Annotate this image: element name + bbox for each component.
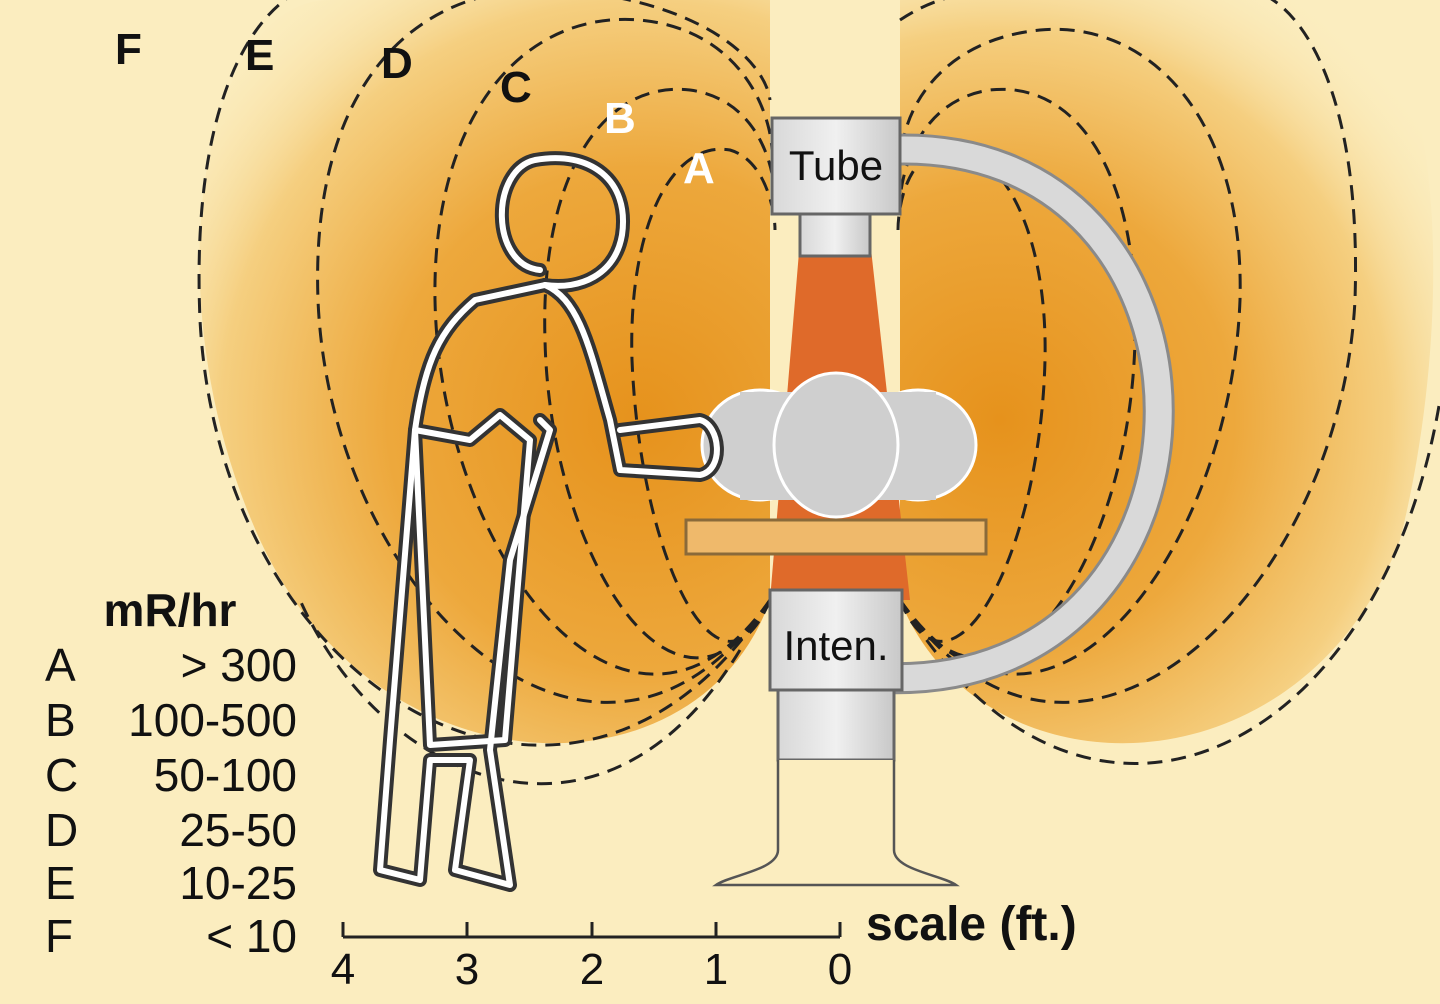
isodose-line-c-left [433,17,774,676]
legend-title: mR/hr [104,584,237,636]
legend-zone-f: F [45,910,73,962]
tube-collimator [798,212,872,258]
legend-range-c: 50-100 [154,749,297,801]
isodose-line-b-left [543,87,777,660]
scale-label-0: 0 [828,945,852,994]
zone-label-d: D [381,39,413,88]
intensifier-base [776,688,896,762]
tube-label: Tube [789,142,883,189]
isodose-line-a-left [630,147,777,643]
zone-label-a: A [683,144,715,193]
scale-label-3: 3 [455,945,479,994]
legend-range-d: 25-50 [179,804,297,856]
isodose-line-d-right [898,0,1358,704]
legend-zone-a: A [45,639,76,691]
legend-range-b: 100-500 [128,694,297,746]
c-arm-stand [712,760,960,887]
patient [684,371,988,556]
patient-table [684,518,988,556]
intensifier-label: Inten. [783,622,888,669]
zone-labels: A B C D E F [115,25,715,193]
patient-torso [772,371,900,519]
tube-housing [770,116,902,216]
zone-label-f: F [115,25,142,74]
scale-label-4: 4 [331,945,355,994]
zone-label-e: E [245,31,274,80]
intensifier-housing [768,588,904,692]
dose-legend: mR/hr A > 300 B 100-500 C 50-100 D 25-50… [45,584,297,962]
legend-range-e: 10-25 [179,857,297,909]
isodose-line-c-right [898,27,1242,676]
legend-range-a: > 300 [181,639,297,691]
legend-zone-d: D [45,804,78,856]
legend-zone-b: B [45,694,76,746]
isodose-line-e-left [197,0,772,747]
legend-zone-c: C [45,749,78,801]
c-arm [872,136,1172,692]
legend-zone-e: E [45,857,76,909]
image-intensifier: Inten. [768,588,904,762]
isodose-line-d-left [316,0,772,704]
zone-label-c: C [500,63,532,112]
distance-scale: 4 3 2 1 0 scale (ft.) [331,898,1077,994]
isodose-lines-left [197,0,777,786]
scale-label-2: 2 [580,945,604,994]
zone-label-b: B [604,94,636,143]
scale-title: scale (ft.) [866,898,1077,951]
scale-label-1: 1 [704,945,728,994]
x-ray-tube: Tube [770,116,902,258]
operator-figure [373,151,724,892]
legend-range-f: < 10 [206,910,297,962]
isodose-line-f-right [899,0,1060,22]
